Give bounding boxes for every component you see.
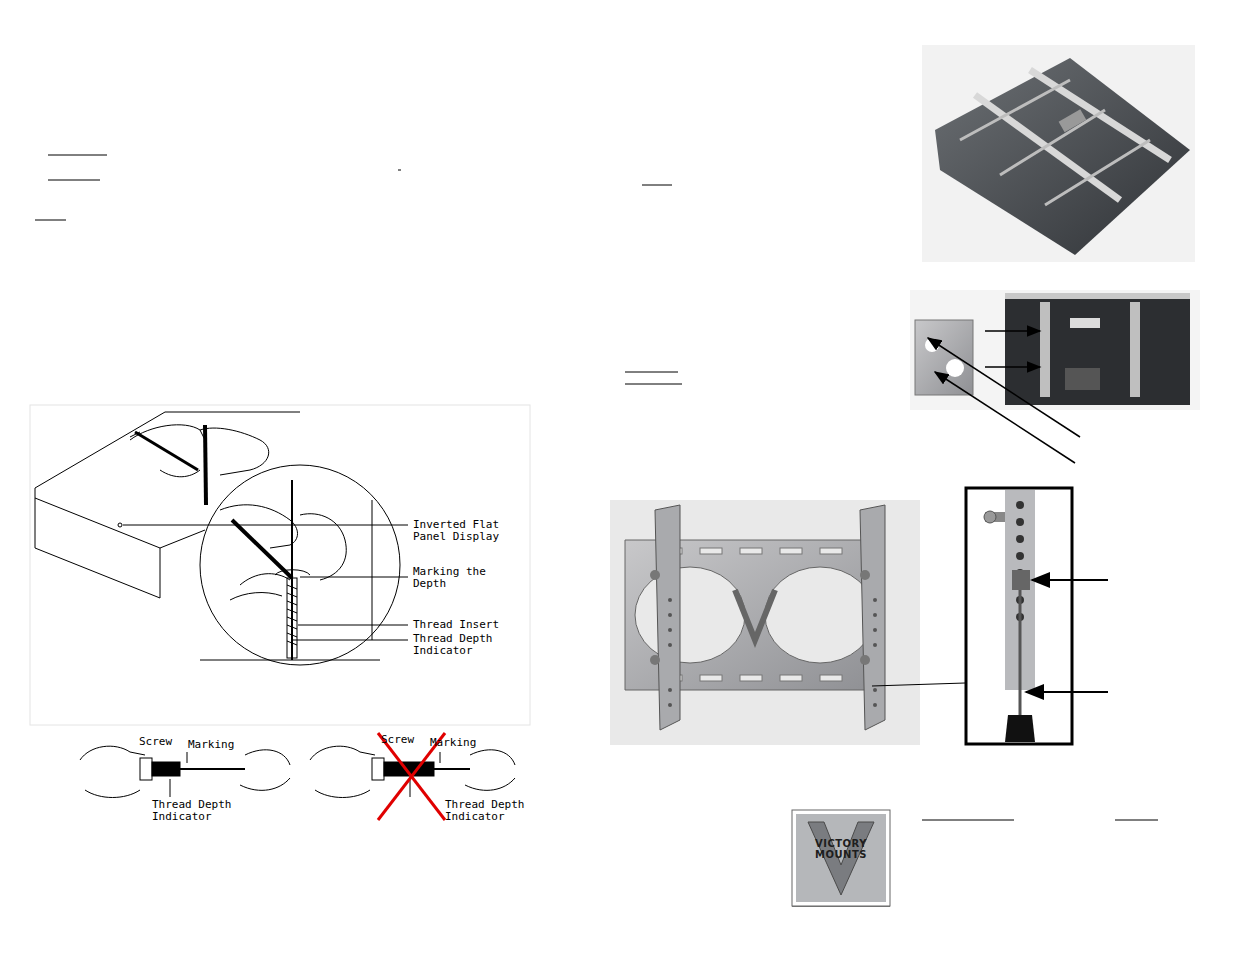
tv-back-photo <box>910 290 1200 410</box>
part-label: Marking <box>188 739 248 751</box>
part-label: Thread Depth Indicator <box>152 799 242 823</box>
logo-text: VICTORY MOUNTS <box>800 838 882 860</box>
part-label: Thread Insert <box>413 619 523 631</box>
part-label: Screw <box>381 734 431 746</box>
wall-mount-photo <box>610 500 920 745</box>
underline <box>35 155 1158 906</box>
leader-line <box>872 683 965 686</box>
part-label: Marking the Depth <box>413 566 505 590</box>
part-label: Thread Depth Indicator <box>445 799 535 823</box>
leader-line <box>123 525 408 640</box>
part-label: Screw <box>139 736 189 748</box>
logo <box>792 810 890 906</box>
part-label: Thread Depth Indicator <box>413 633 513 657</box>
tv-photo <box>922 45 1195 262</box>
panel-drawing <box>30 405 530 725</box>
part-label: Inverted Flat Panel Display <box>413 519 505 543</box>
part-label: Marking <box>430 737 490 749</box>
pointer-arrow <box>1026 580 1108 692</box>
screw-check-drawing <box>80 746 515 797</box>
detail-inset <box>966 488 1072 744</box>
pointer-arrow <box>928 331 1080 463</box>
